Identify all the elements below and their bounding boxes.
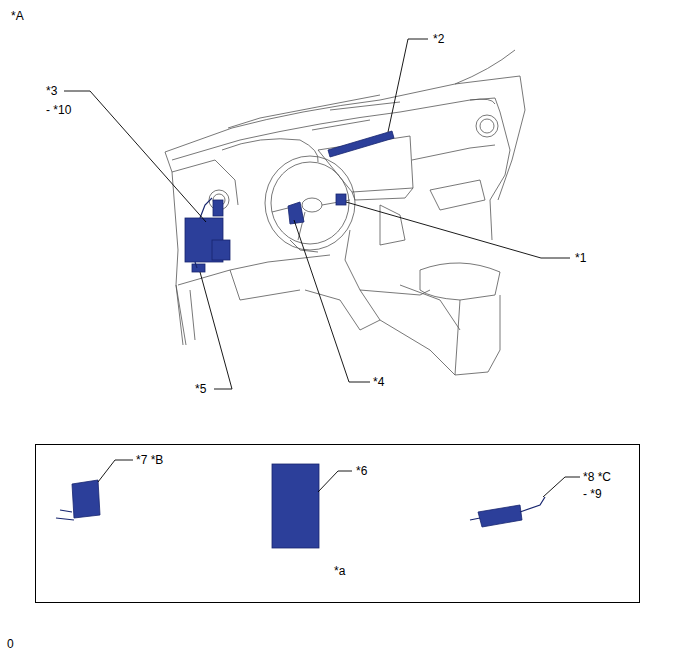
callout-number: *7 *B	[135, 453, 164, 467]
parts-frame: *a	[35, 444, 640, 603]
callout-number: *4	[372, 375, 385, 389]
callout-number: - *10	[45, 103, 72, 117]
callout-number: *3	[45, 84, 58, 98]
callout-number: *5	[194, 382, 207, 396]
callout-number: *1	[574, 251, 587, 265]
callout-number: 0	[6, 637, 15, 651]
callout-number: *6	[355, 464, 368, 478]
callout-number: *2	[432, 32, 445, 46]
frame-label: *a	[334, 564, 345, 578]
callout-number: - *9	[582, 487, 603, 501]
callout-number: *8 *C	[582, 470, 612, 484]
callout-number: *A	[10, 9, 25, 23]
